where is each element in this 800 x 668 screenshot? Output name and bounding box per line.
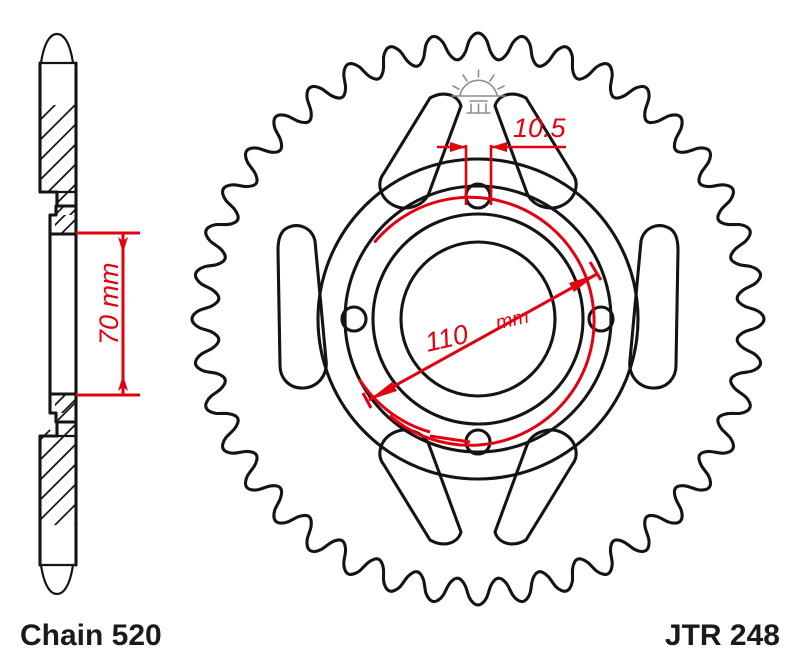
section-bottom-recess	[38, 420, 59, 567]
bolt-circle-arc-stub	[357, 378, 431, 434]
part-number-label: JTR 248	[665, 619, 780, 652]
spoke-cutout-r	[628, 224, 680, 390]
hub-circle-inner	[371, 212, 585, 426]
face-view	[190, 31, 766, 607]
hub-circle-middle	[343, 184, 613, 454]
bolt-hole-left	[340, 305, 368, 333]
dim-70-arrow-bottom	[118, 375, 128, 391]
dim-105-arrow-right	[491, 142, 507, 152]
dim-105-arrow-left	[450, 142, 466, 152]
bolt-hole-right	[587, 305, 615, 333]
dim-110-arrow-right	[569, 274, 597, 292]
spoke-cutouts	[276, 92, 680, 546]
dim-110-value: 110	[422, 319, 471, 358]
dim-110-label-group: 110 mm	[422, 306, 531, 358]
section-bottom-flange-hatching	[55, 394, 76, 413]
bolt-circle-arc	[373, 195, 596, 447]
dim-110-leader-bottom	[429, 434, 471, 444]
gear-outline	[190, 31, 766, 607]
dim-110-unit: mm	[494, 306, 531, 335]
dim-110-tick-left	[361, 392, 373, 409]
spoke-cutout-ll	[378, 428, 463, 546]
dim-110-line	[368, 272, 598, 402]
section-bottom-tip	[39, 563, 75, 596]
spoke-cutout-ul	[378, 92, 463, 210]
hub-circle-outer	[316, 157, 640, 481]
spoke-cutout-lr	[493, 428, 578, 546]
section-top-tip	[39, 32, 75, 65]
section-bottom-hatching	[40, 422, 76, 525]
dimension-110mm: 110 mm	[357, 195, 603, 447]
sunrise-icon	[451, 69, 506, 114]
dim-110-tick-right	[588, 261, 603, 281]
section-top-flange	[48, 204, 78, 236]
spoke-cutout-l	[276, 224, 328, 390]
spoke-cutout-ur	[493, 92, 578, 210]
section-bore-wall	[48, 232, 78, 396]
dim-70-arrow-top	[118, 237, 128, 253]
chain-label: Chain 520	[20, 619, 162, 652]
section-top-flange-hatching	[55, 215, 76, 234]
hub-bore-circle	[399, 240, 557, 398]
dim-70-label: 70 mm	[94, 262, 124, 345]
dim-105-label: 10.5	[513, 113, 567, 143]
dim-110-arrow-left	[369, 382, 397, 400]
dimension-10-5: 10.5	[437, 113, 567, 205]
dimension-70mm: 70 mm	[76, 231, 140, 397]
